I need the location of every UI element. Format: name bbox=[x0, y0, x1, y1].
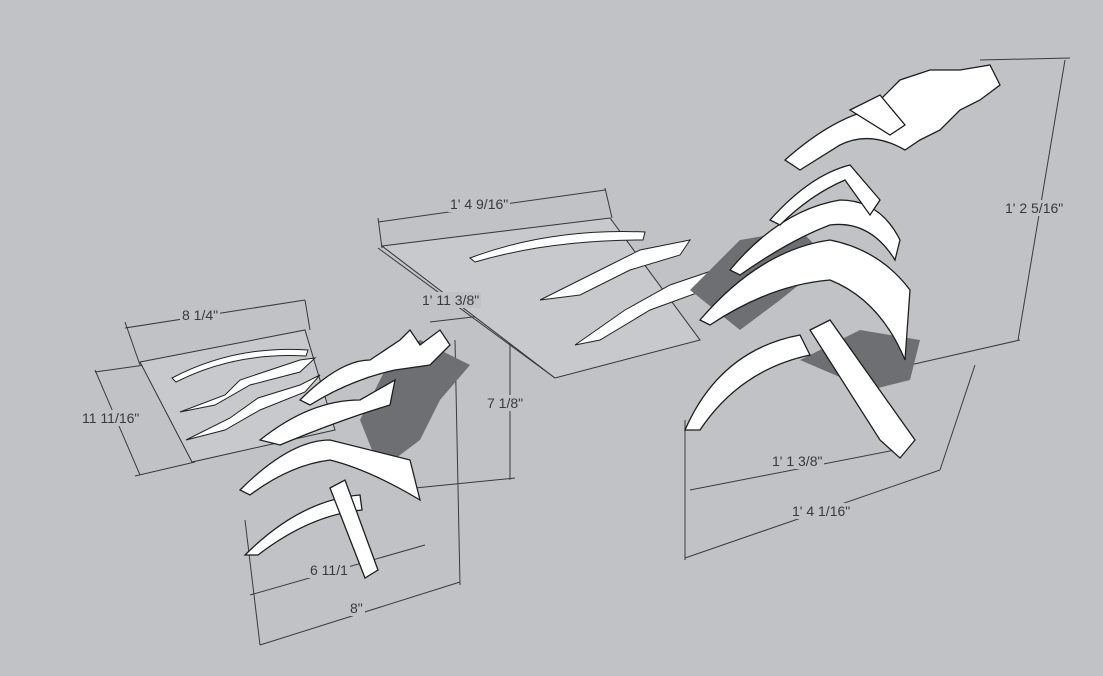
small-tree-model[interactable] bbox=[238, 328, 451, 579]
sheet-cutouts bbox=[171, 231, 722, 441]
dimension-large-tree-height: 1' 2 5/16" bbox=[1003, 200, 1066, 216]
dimension-small-sheet-width: 8 1/4" bbox=[180, 307, 221, 323]
dimension-small-tree-height: 7 1/8" bbox=[485, 395, 526, 411]
dimension-large-sheet-height: 1' 11 3/8" bbox=[420, 292, 482, 308]
dimension-small-sheet-height: 11 11/16" bbox=[80, 410, 142, 426]
large-cut-sheet[interactable] bbox=[380, 217, 701, 379]
dimension-large-sheet-width: 1' 4 9/16" bbox=[448, 196, 511, 212]
dimension-large-tree-width: 1' 4 1/16" bbox=[790, 503, 853, 519]
large-tree-model[interactable] bbox=[684, 64, 1001, 459]
dimension-large-tree-depth: 1' 1 3/8" bbox=[770, 453, 825, 469]
dimension-small-tree-depth: 6 11/1 bbox=[308, 562, 350, 578]
dimension-small-tree-width: 8" bbox=[348, 600, 365, 616]
